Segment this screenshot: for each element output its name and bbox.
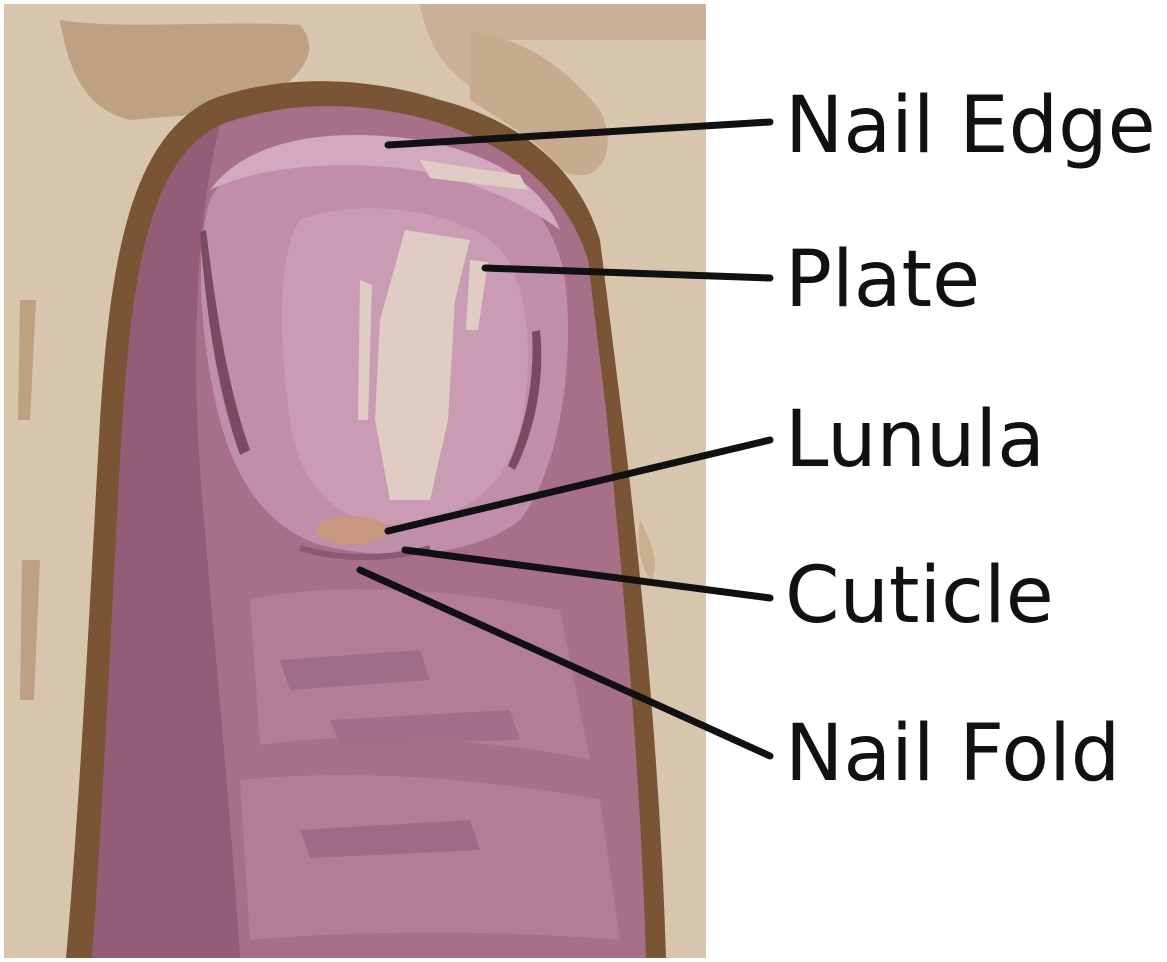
label-lunula: Lunula xyxy=(785,395,1045,485)
lunula-shape xyxy=(316,516,388,544)
label-plate: Plate xyxy=(785,235,980,325)
label-nail-fold: Nail Fold xyxy=(785,709,1120,799)
label-nail-edge: Nail Edge xyxy=(785,81,1156,171)
label-cuticle: Cuticle xyxy=(785,551,1054,641)
